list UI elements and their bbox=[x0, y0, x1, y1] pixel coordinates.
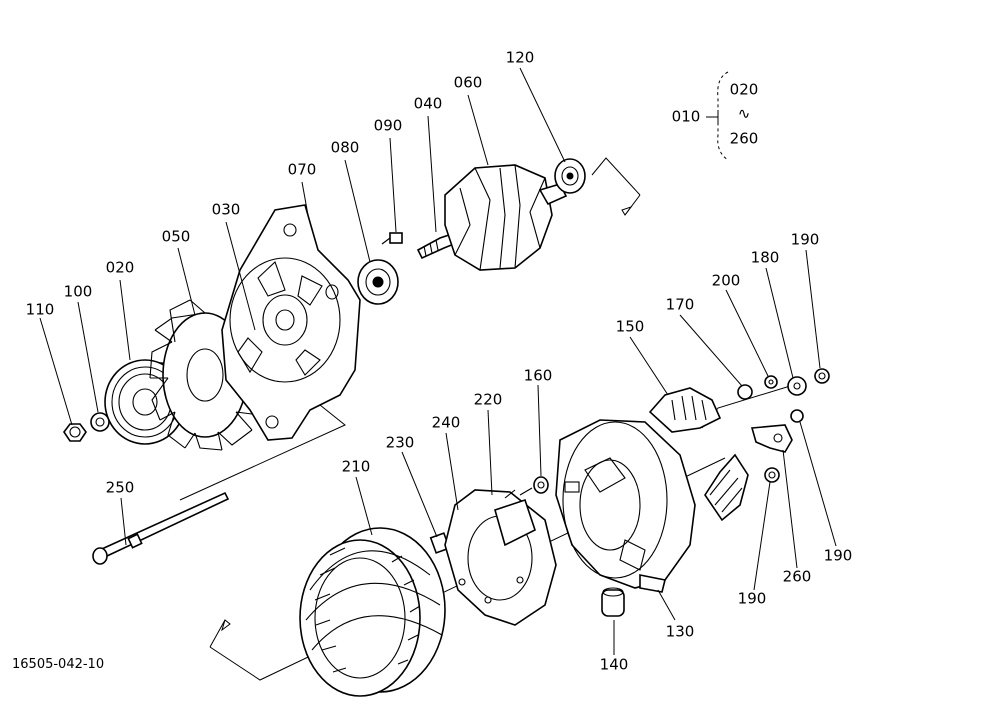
callout-250: 250 bbox=[105, 478, 135, 497]
part-150-cover bbox=[648, 387, 722, 433]
callout-220: 220 bbox=[473, 390, 503, 409]
part-110-nut bbox=[63, 423, 87, 442]
part-190-nut-top bbox=[814, 368, 830, 384]
part-070-front-frame bbox=[221, 204, 361, 441]
callout-020: 020 bbox=[105, 258, 135, 277]
callout-240: 240 bbox=[431, 413, 461, 432]
part-090-screw bbox=[381, 232, 403, 245]
callout-230: 230 bbox=[385, 433, 415, 452]
callout-260: 260 bbox=[782, 567, 812, 586]
part-210-stator bbox=[299, 527, 446, 697]
part-170-bush bbox=[737, 384, 753, 400]
part-100-washer bbox=[90, 412, 110, 432]
callout-100: 100 bbox=[63, 282, 93, 301]
assembly-range-end: 260 bbox=[729, 129, 759, 148]
callout-040: 040 bbox=[413, 94, 443, 113]
callout-090: 090 bbox=[373, 116, 403, 135]
assembly-range-separator: ∿ bbox=[737, 104, 751, 123]
part-220-rectifier-plate bbox=[444, 487, 557, 626]
part-190-nut-lower bbox=[764, 467, 780, 483]
part-080-bearing bbox=[357, 259, 399, 305]
leader-lines bbox=[39, 67, 837, 655]
part-130-rear-frame bbox=[555, 419, 696, 593]
assembly-bracket bbox=[706, 71, 729, 161]
part-250-through-bolt bbox=[92, 491, 230, 565]
callout-160: 160 bbox=[523, 366, 553, 385]
part-060-rotor bbox=[444, 164, 568, 271]
callout-060: 060 bbox=[453, 73, 483, 92]
part-140-sleeve bbox=[601, 587, 625, 617]
callout-120: 120 bbox=[505, 48, 535, 67]
callout-190-right: 190 bbox=[823, 546, 853, 565]
callout-080: 080 bbox=[330, 138, 360, 157]
callout-030: 030 bbox=[211, 200, 241, 219]
assembly-range-start: 020 bbox=[729, 80, 759, 99]
callout-140: 140 bbox=[599, 655, 629, 674]
callout-150: 150 bbox=[615, 317, 645, 336]
assembly-label: 010 bbox=[671, 107, 701, 126]
part-260-terminal bbox=[750, 424, 793, 453]
callout-200: 200 bbox=[711, 271, 741, 290]
part-200-washer bbox=[764, 375, 778, 389]
callout-190-lower: 190 bbox=[737, 589, 767, 608]
callout-170: 170 bbox=[665, 295, 695, 314]
callout-130: 130 bbox=[665, 622, 695, 641]
callout-110: 110 bbox=[25, 300, 55, 319]
callout-190-top: 190 bbox=[790, 230, 820, 249]
part-180-bush bbox=[787, 376, 807, 396]
callout-050: 050 bbox=[161, 227, 191, 246]
part-190-nut-right bbox=[790, 409, 804, 423]
callout-070: 070 bbox=[287, 160, 317, 179]
callout-210: 210 bbox=[341, 457, 371, 476]
part-120-bearing bbox=[554, 158, 586, 194]
part-160-nut bbox=[533, 476, 549, 494]
callout-180: 180 bbox=[750, 248, 780, 267]
figure-code: 16505-042-10 bbox=[12, 657, 105, 672]
part-rear-shield bbox=[704, 453, 749, 522]
